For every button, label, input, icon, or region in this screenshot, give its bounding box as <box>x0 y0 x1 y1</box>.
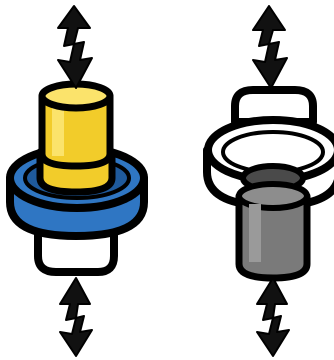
double-arrow-top-icon <box>57 5 93 89</box>
gray-pin-highlight <box>249 204 261 262</box>
double-arrow-bottom-icon <box>256 277 290 357</box>
double-arrow-top-icon <box>252 5 288 89</box>
yellow-pin-component <box>6 5 148 357</box>
pin-highlight <box>52 100 64 156</box>
double-arrow-bottom-icon <box>59 277 93 357</box>
gray-pin-svg <box>203 5 334 357</box>
top-nub <box>231 86 317 126</box>
yellow-pin-svg <box>6 5 148 357</box>
bottom-nub <box>34 228 118 276</box>
gray-pin-component <box>167 0 334 360</box>
